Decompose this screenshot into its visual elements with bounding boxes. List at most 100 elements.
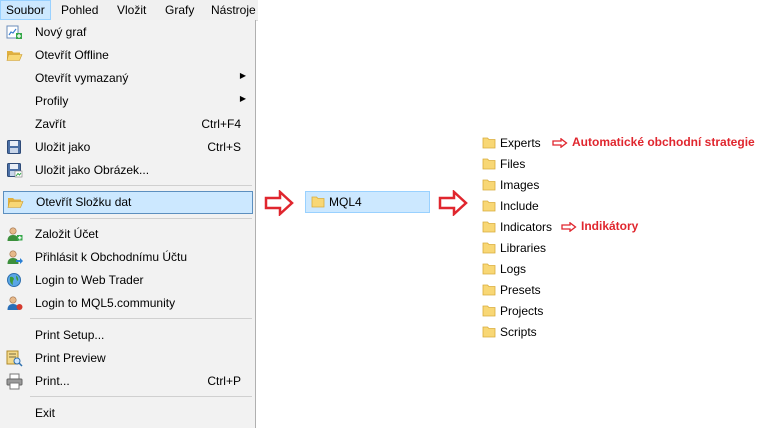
menu-item-label: Login to Web Trader <box>35 273 144 287</box>
save-icon <box>7 140 21 154</box>
menu-item-label: Login to MQL5.community <box>35 296 176 310</box>
add-user-icon <box>7 227 23 241</box>
menu-item-new-chart[interactable]: Nový graf <box>0 21 255 44</box>
folder-images[interactable]: Images <box>480 175 758 196</box>
menu-bar: Soubor Pohled Vložit Grafy Nástroje <box>0 0 258 21</box>
menu-item-print-setup[interactable]: Print Setup... <box>0 324 255 347</box>
login-user-icon <box>7 250 23 264</box>
menu-item-print[interactable]: Print... Ctrl+P <box>0 370 255 393</box>
folder-indicators[interactable]: Indicators Indikátory <box>480 217 758 238</box>
folder-icon <box>482 326 496 338</box>
menu-separator <box>30 396 252 397</box>
menu-item-login-trading-account[interactable]: Přihlásit k Obchodnímu Účtu <box>0 246 255 269</box>
menu-separator <box>30 318 252 319</box>
folder-projects[interactable]: Projects <box>480 301 758 322</box>
red-arrow-icon <box>264 190 294 216</box>
folder-include[interactable]: Include <box>480 196 758 217</box>
folder-icon <box>482 242 496 254</box>
menu-item-label: Otevřít Složku dat <box>36 195 132 209</box>
folder-icon <box>482 284 496 296</box>
folder-experts[interactable]: Experts Automatické obchodní strategie <box>480 133 758 154</box>
printer-icon <box>6 373 23 390</box>
menu-item-open-deleted[interactable]: Otevřít vymazaný ▶ <box>0 67 255 90</box>
menu-item-label: Exit <box>35 406 56 420</box>
folder-label: Include <box>500 199 539 213</box>
folder-icon <box>482 221 496 233</box>
submenu-arrow-icon: ▶ <box>239 71 246 80</box>
folder-label: Libraries <box>500 241 547 255</box>
menu-item-label: Přihlásit k Obchodnímu Účtu <box>35 250 188 264</box>
web-globe-icon <box>7 273 21 287</box>
annotation-text: Automatické obchodní strategie <box>572 135 755 149</box>
annotation-experts: Automatické obchodní strategie <box>552 135 755 149</box>
folder-icon <box>311 196 325 208</box>
menu-item-label: Print Setup... <box>35 328 105 342</box>
menu-item-label: Uložit jako Obrázek... <box>35 163 150 177</box>
menu-item-login-mql5[interactable]: Login to MQL5.community <box>0 292 255 315</box>
folder-libraries[interactable]: Libraries <box>480 238 758 259</box>
menu-item-label: Uložit jako <box>35 140 91 154</box>
window-border <box>255 20 256 428</box>
shortcut-label: Ctrl+F4 <box>201 117 241 131</box>
folder-icon <box>482 305 496 317</box>
folder-label: Presets <box>500 283 541 297</box>
folder-files[interactable]: Files <box>480 154 758 175</box>
menu-item-label: Založit Účet <box>35 227 99 241</box>
folder-icon <box>482 158 496 170</box>
red-arrow-icon <box>438 190 468 216</box>
menu-item-open-offline[interactable]: Otevřít Offline <box>0 44 255 67</box>
print-preview-icon <box>6 350 23 367</box>
folder-logs[interactable]: Logs <box>480 259 758 280</box>
red-arrow-icon <box>561 222 577 232</box>
menu-item-label: Print Preview <box>35 351 106 365</box>
folder-label: Files <box>500 157 526 171</box>
folder-icon <box>482 263 496 275</box>
menu-item-exit[interactable]: Exit <box>0 402 255 425</box>
menu-nastroje[interactable]: Nástroje <box>211 3 256 17</box>
folder-presets[interactable]: Presets <box>480 280 758 301</box>
menu-item-login-web-trader[interactable]: Login to Web Trader <box>0 269 255 292</box>
folder-label: MQL4 <box>329 195 362 209</box>
file-menu: Nový graf Otevřít Offline Otevřít vymaza… <box>0 20 255 428</box>
folder-label: Indicators <box>500 220 553 234</box>
menu-grafy[interactable]: Grafy <box>165 3 195 17</box>
folder-scripts[interactable]: Scripts <box>480 322 758 343</box>
menu-item-label: Nový graf <box>35 25 87 39</box>
menu-vlozit[interactable]: Vložit <box>117 3 147 17</box>
open-folder-icon <box>7 198 24 208</box>
folder-label: Projects <box>500 304 544 318</box>
menu-item-label: Zavřít <box>35 117 66 131</box>
folder-label: Images <box>500 178 540 192</box>
menu-item-close[interactable]: Zavřít Ctrl+F4 <box>0 113 255 136</box>
menu-item-profiles[interactable]: Profily ▶ <box>0 90 255 113</box>
save-image-icon <box>7 163 23 178</box>
menu-soubor[interactable]: Soubor <box>0 0 51 20</box>
folder-icon <box>482 137 496 149</box>
new-chart-icon <box>6 25 22 39</box>
menu-item-print-preview[interactable]: Print Preview <box>0 347 255 370</box>
menu-item-label: Profily <box>35 94 69 108</box>
menu-item-open-data-folder[interactable]: Otevřít Složku dat <box>3 191 253 214</box>
folder-list: Experts Automatické obchodní strategie F… <box>480 133 758 343</box>
menu-item-save-as[interactable]: Uložit jako Ctrl+S <box>0 136 255 159</box>
menu-pohled[interactable]: Pohled <box>61 3 99 17</box>
folder-icon <box>482 200 496 212</box>
menu-item-save-as-image[interactable]: Uložit jako Obrázek... <box>0 159 255 182</box>
red-arrow-icon <box>552 138 568 148</box>
shortcut-label: Ctrl+P <box>207 374 241 388</box>
mql4-folder-item[interactable]: MQL4 <box>305 191 430 213</box>
folder-icon <box>482 179 496 191</box>
annotation-indicators: Indikátory <box>561 219 639 233</box>
folder-label: Scripts <box>500 325 537 339</box>
menu-item-label: Otevřít Offline <box>35 48 109 62</box>
mql5-user-icon <box>7 296 23 310</box>
folder-label: Experts <box>500 136 541 150</box>
annotation-text: Indikátory <box>581 219 639 233</box>
shortcut-label: Ctrl+S <box>207 140 241 154</box>
menu-item-label: Otevřít vymazaný <box>35 71 129 85</box>
submenu-arrow-icon: ▶ <box>239 94 246 103</box>
open-folder-icon <box>6 51 23 61</box>
menu-item-label: Print... <box>35 374 70 388</box>
menu-item-create-account[interactable]: Založit Účet <box>0 223 255 246</box>
folder-label: Logs <box>500 262 527 276</box>
